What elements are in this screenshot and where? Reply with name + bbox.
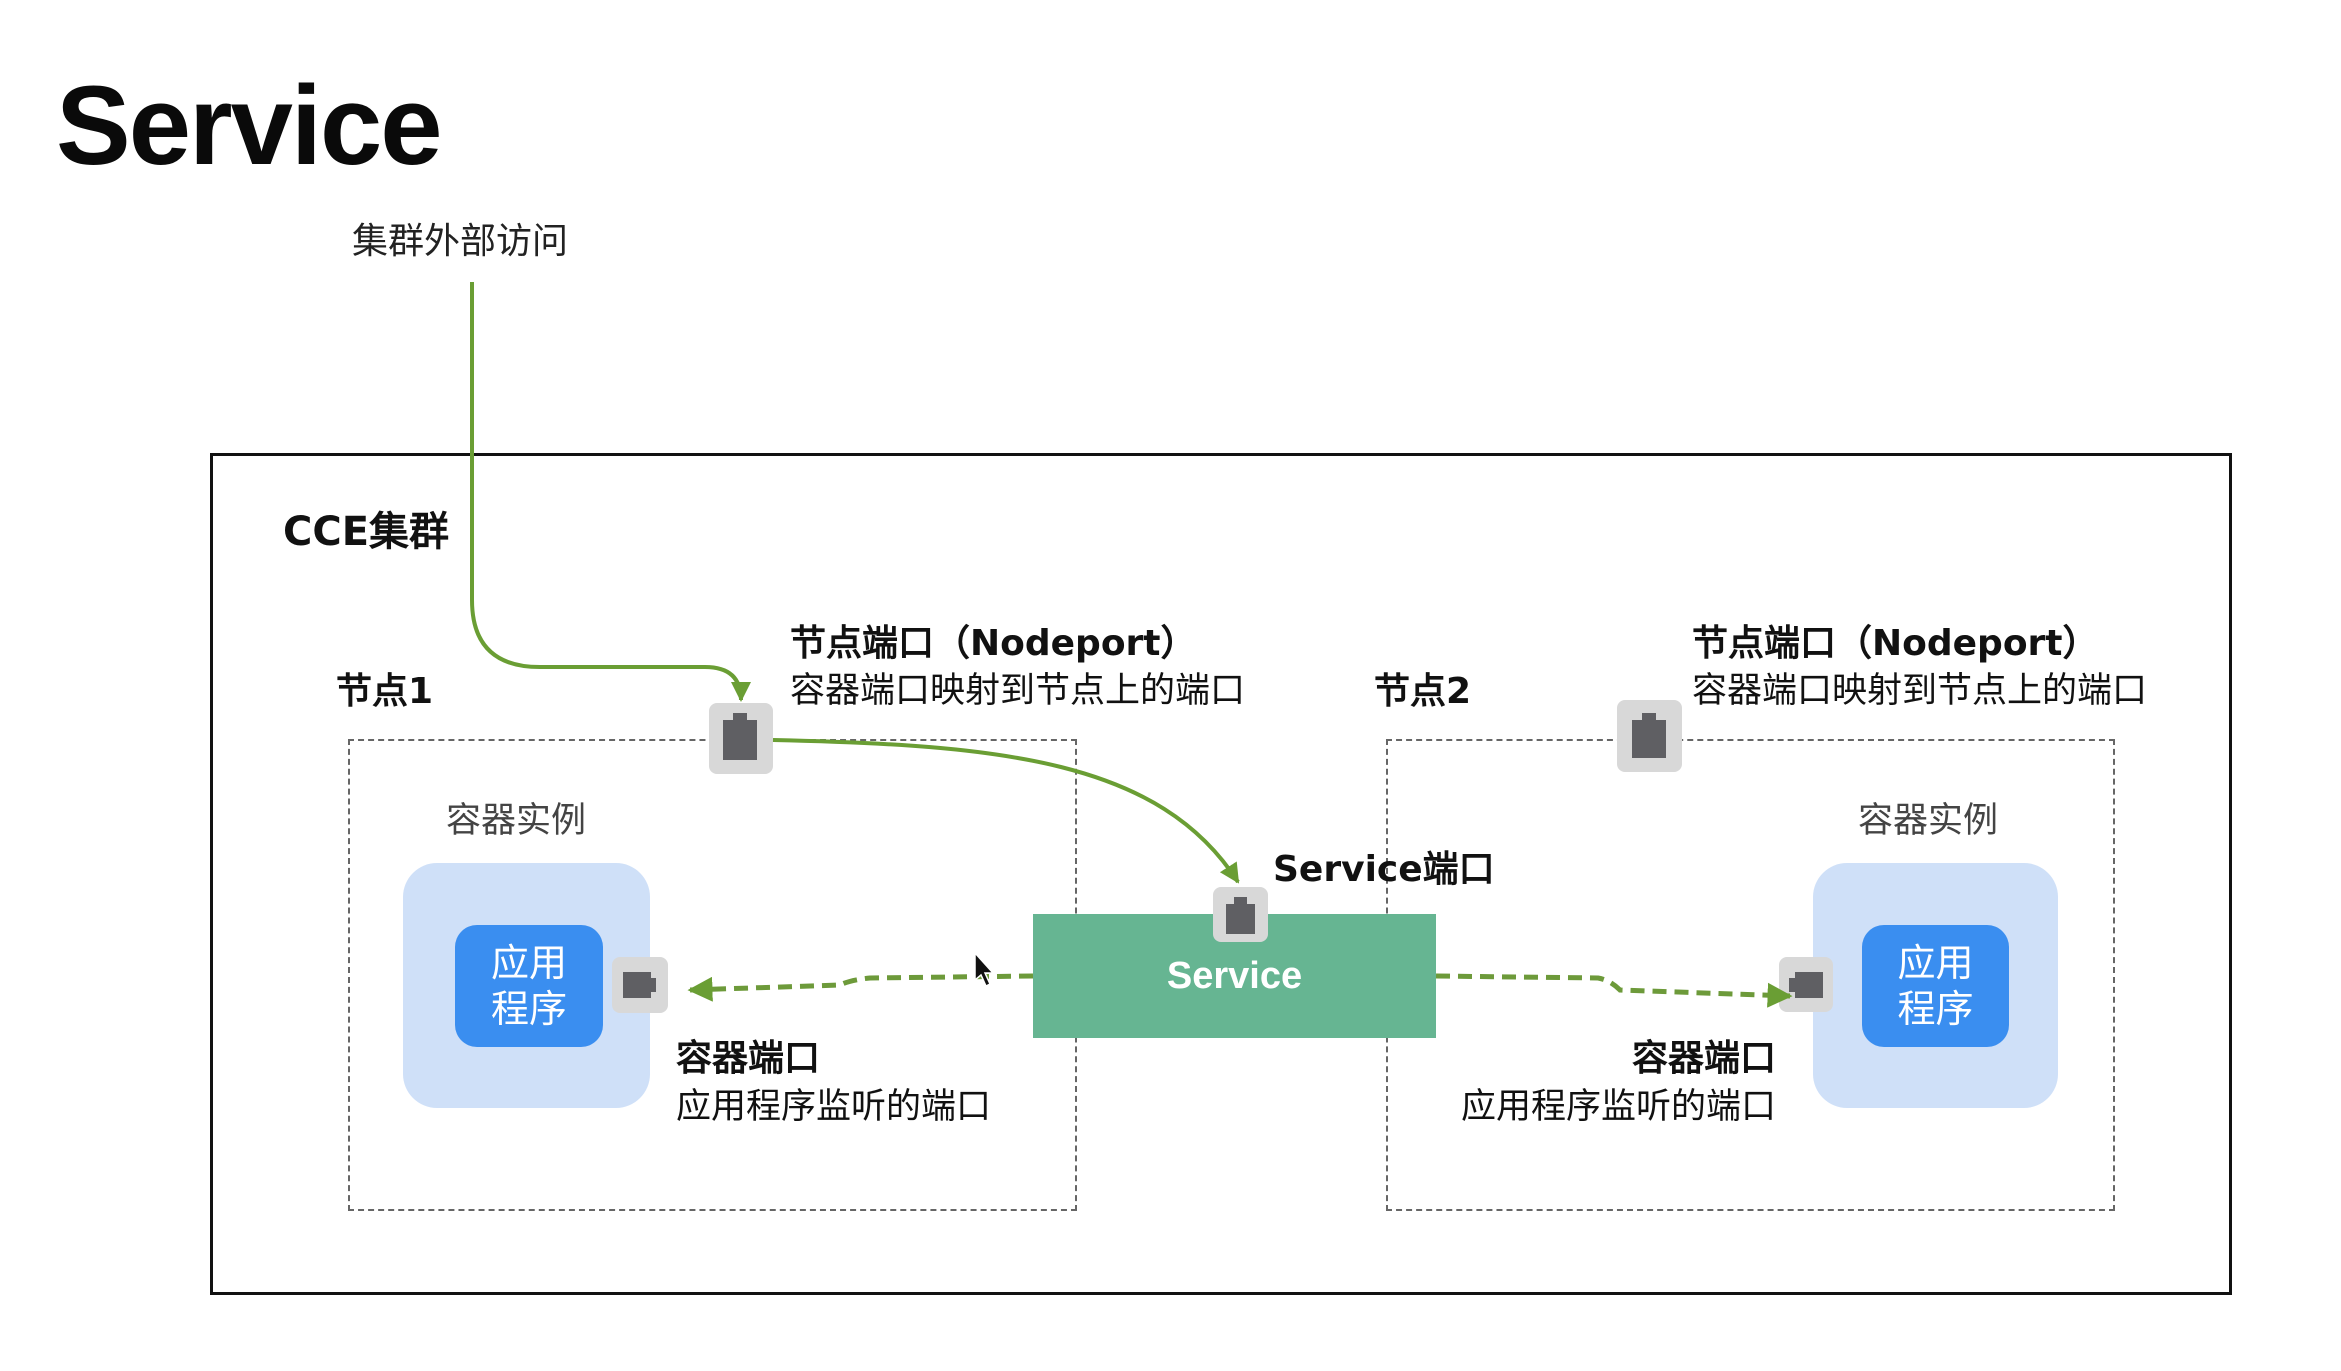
service-to-node2-container-flow-line <box>1435 973 1793 1008</box>
node2-nodeport-desc: 容器端口映射到节点上的端口 <box>1692 671 2148 711</box>
node2-container-instance-label: 容器实例 <box>1858 801 1999 841</box>
node1-app-label-line2: 程序 <box>490 987 567 1031</box>
node2-container-port-title: 容器端口 <box>1631 1038 1776 1079</box>
node2-label: 节点2 <box>1374 671 1472 712</box>
node2-nodeport-icon <box>1617 700 1682 772</box>
service-port-icon <box>1213 887 1268 942</box>
cce-cluster-box <box>210 453 2232 1295</box>
node1-nodeport-desc: 容器端口映射到节点上的端口 <box>790 671 1246 711</box>
external-access-label: 集群外部访问 <box>352 221 569 262</box>
node1-nodeport-title: 节点端口（Nodeport） <box>790 623 1197 664</box>
node1-container-instance-label: 容器实例 <box>446 801 587 841</box>
mouse-pointer-icon <box>974 951 995 988</box>
node1-container-port-title: 容器端口 <box>676 1038 821 1079</box>
node1-container-port-desc: 应用程序监听的端口 <box>676 1087 992 1127</box>
node2-app-label-line2: 程序 <box>1897 987 1974 1031</box>
service-port-label: Service端口 <box>1273 849 1495 890</box>
node2-nodeport-title: 节点端口（Nodeport） <box>1692 623 2099 664</box>
service-to-node1-container-flow-line <box>687 973 1034 1002</box>
cluster-label: CCE集群 <box>283 509 450 555</box>
node1-container-port-icon <box>612 957 668 1013</box>
node2-application: 应用 程序 <box>1862 925 2009 1047</box>
external-access-flow-line <box>470 282 751 702</box>
nodeport-to-service-flow-line <box>772 738 1240 884</box>
node2-app-label-line1: 应用 <box>1897 940 1974 985</box>
node1-application: 应用 程序 <box>455 925 603 1047</box>
service-label: Service <box>1166 954 1303 997</box>
node1-nodeport-icon <box>709 703 773 774</box>
page-title: Service <box>56 63 443 188</box>
node1-label: 节点1 <box>336 671 434 712</box>
node2-container-port-desc: 应用程序监听的端口 <box>1460 1087 1776 1127</box>
node1-app-label-line1: 应用 <box>490 940 567 985</box>
